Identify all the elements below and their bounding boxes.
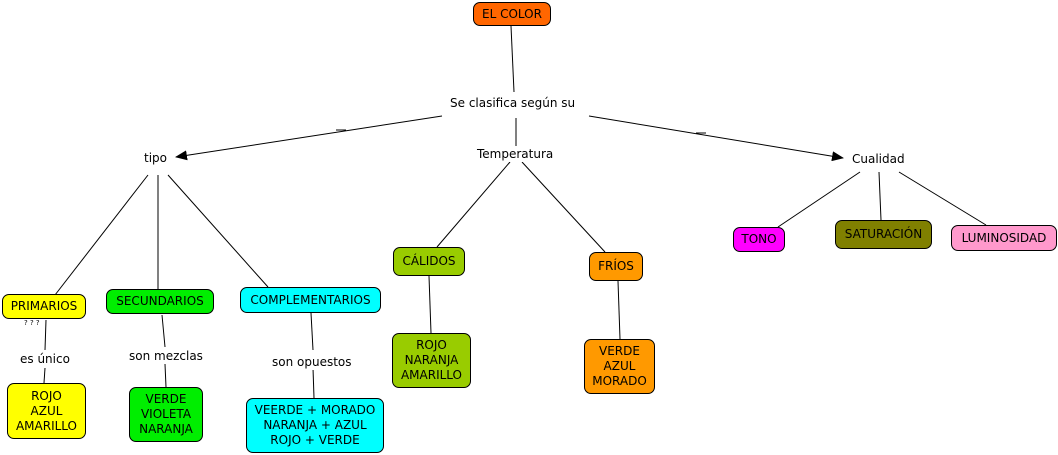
line-mezclas-example <box>164 363 167 388</box>
line-cualidad-tono <box>777 171 861 228</box>
line-secundarios-mezclas <box>161 314 166 348</box>
line-root-clasifica <box>510 25 515 93</box>
line-calidos-example <box>428 275 432 334</box>
line-temp-frios <box>521 161 606 253</box>
arrow-to-cualidad <box>588 115 844 162</box>
node-tono[interactable]: TONO <box>733 227 785 252</box>
link-son-mezclas: son mezclas <box>127 349 205 364</box>
link-tipo: tipo <box>142 151 169 166</box>
line-cualidad-luminosidad <box>898 171 987 226</box>
link-temperatura: Temperatura <box>475 147 556 162</box>
node-saturacion[interactable]: SATURACIÓN <box>835 220 932 249</box>
node-calidos[interactable]: CÁLIDOS <box>393 247 465 276</box>
example-complementarios[interactable]: VEERDE + MORADO NARANJA + AZUL ROJO + VE… <box>246 398 384 453</box>
line-esunico-example <box>43 367 46 384</box>
example-calidos[interactable]: ROJO NARANJA AMARILLO <box>392 333 471 388</box>
line-temp-calidos <box>436 161 511 248</box>
line-frios-example <box>617 280 621 340</box>
link-es-unico: es único <box>18 352 72 367</box>
example-frios[interactable]: VERDE AZUL MORADO <box>584 339 655 394</box>
arrow-to-tipo <box>175 115 443 161</box>
line-complementarios-opuestos <box>310 312 314 351</box>
root-node[interactable]: EL COLOR <box>473 2 551 26</box>
link-son-opuestos: son opuestos <box>270 355 354 370</box>
node-secundarios[interactable]: SECUNDARIOS <box>106 289 214 314</box>
line-primarios-esunico <box>44 319 47 351</box>
example-primarios[interactable]: ROJO AZUL AMARILLO <box>7 383 86 439</box>
question-marks: ? ? ? <box>24 319 40 327</box>
line-opuestos-example <box>312 367 315 399</box>
line-tipo-primarios <box>54 174 149 296</box>
line-tipo-complementarios <box>167 174 269 288</box>
link-clasifica: Se clasifica según su <box>448 96 578 111</box>
node-luminosidad[interactable]: LUMINOSIDAD <box>951 225 1057 251</box>
example-secundarios[interactable]: VERDE VIOLETA NARANJA <box>129 387 203 442</box>
node-complementarios[interactable]: COMPLEMENTARIOS <box>240 287 381 313</box>
link-cualidad: Cualidad <box>850 152 907 167</box>
node-primarios[interactable]: PRIMARIOS <box>2 294 86 319</box>
node-frios[interactable]: FRÍOS <box>589 252 643 281</box>
line-cualidad-saturacion <box>878 171 882 221</box>
